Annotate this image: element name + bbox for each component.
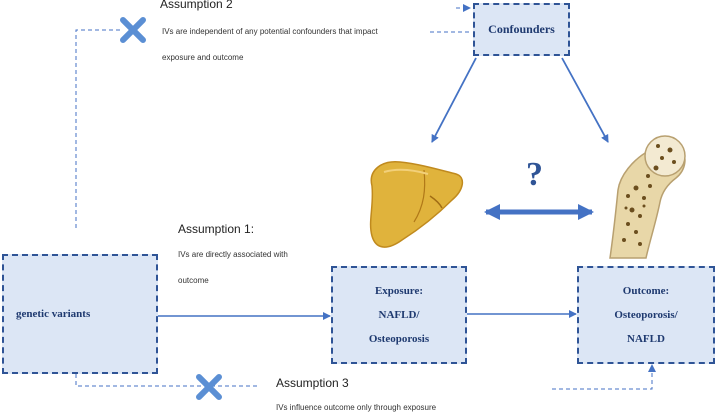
exposure-box: Exposure: NAFLD/ Osteoporosis bbox=[331, 266, 467, 364]
genetic-variants-box: genetic variants bbox=[2, 254, 158, 374]
assumption3-arrow-to-outcome bbox=[552, 364, 656, 390]
femur-bone-icon bbox=[609, 135, 686, 259]
outcome-label: Outcome: bbox=[622, 285, 670, 297]
confounders-to-exposure-arrow bbox=[431, 57, 477, 143]
assumption3-text-line1: IVs influence outcome only through expos… bbox=[276, 403, 437, 412]
confounders-box: Confounders bbox=[473, 3, 570, 56]
exposure-line-3: Osteoporosis bbox=[368, 333, 430, 345]
confounders-to-outcome-arrow bbox=[561, 57, 609, 143]
cross-icon bbox=[120, 17, 146, 43]
genetic-variants-label: genetic variants bbox=[16, 308, 91, 320]
exposure-label: Exposure: bbox=[374, 285, 424, 297]
outcome-line-2: Osteoporosis/ bbox=[614, 309, 678, 321]
assumption3-title: Assumption 3 bbox=[276, 376, 349, 390]
outcome-box: Outcome: Osteoporosis/ NAFLD bbox=[577, 266, 715, 364]
assumption1-text-line1: IVs are directly associated with bbox=[178, 250, 288, 259]
exposure-line-2: NAFLD/ bbox=[378, 309, 420, 321]
assumption2-dashed-path bbox=[75, 29, 120, 228]
outcome-line-3: NAFLD bbox=[627, 333, 665, 345]
assumption2-title: Assumption 2 bbox=[160, 0, 233, 11]
confounders-label: Confounders bbox=[488, 22, 555, 36]
assumption2-text-line2: exposure and outcome bbox=[162, 53, 244, 62]
assumption1-text-line2: outcome bbox=[178, 276, 209, 285]
liver-icon bbox=[369, 161, 464, 248]
assumption1-title: Assumption 1: bbox=[178, 222, 255, 236]
cross-icon bbox=[196, 374, 222, 400]
assumption3-dashed-path bbox=[75, 374, 260, 387]
assumption2-text-line1: IVs are independent of any potential con… bbox=[162, 27, 378, 36]
question-mark: ? bbox=[526, 156, 543, 193]
